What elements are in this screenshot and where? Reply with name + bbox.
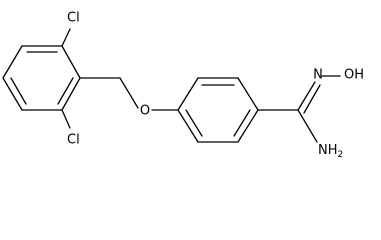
amine-nh-text: NH	[318, 143, 338, 158]
bond-to-cl-top	[61, 28, 71, 47]
atom-label-amine: NH2	[318, 143, 343, 159]
bond-ring2-c	[237, 77, 259, 111]
bond-c-n-double-a	[297, 81, 316, 111]
atom-label-ether-oxygen: O	[140, 104, 150, 119]
bond-ring2-d	[237, 109, 259, 143]
chemical-structure-diagram: Cl Cl O N OH NH2	[2, 11, 364, 159]
bond-ring1-double-3	[57, 77, 74, 105]
atom-label-cl-bottom: Cl	[67, 133, 80, 148]
atom-label-cl-top: Cl	[67, 11, 80, 26]
dichlorophenyl-ring	[2, 45, 81, 111]
bond-c-to-nh2	[297, 109, 318, 143]
phenylene-ring	[177, 77, 259, 143]
bond-ring2-double-2	[233, 109, 251, 137]
bond-ring1-double-2	[10, 77, 27, 105]
bond-ring2-f	[177, 109, 199, 143]
bond-ch2-to-o	[119, 77, 139, 109]
bond-ring1-e	[61, 77, 81, 111]
bond-ring1-b	[2, 45, 23, 79]
bond-ring2-double-3	[185, 109, 203, 137]
bond-c-n-double-b	[303, 84, 321, 114]
bond-ring1-c	[2, 77, 23, 111]
amine-subscript: 2	[338, 150, 344, 159]
bond-ring2-a	[177, 77, 199, 111]
atom-label-hydroxyl: OH	[344, 68, 364, 83]
atom-label-oxime-nitrogen: N	[313, 68, 323, 83]
bond-to-cl-bottom	[61, 109, 71, 129]
bond-ring1-f	[61, 45, 81, 79]
